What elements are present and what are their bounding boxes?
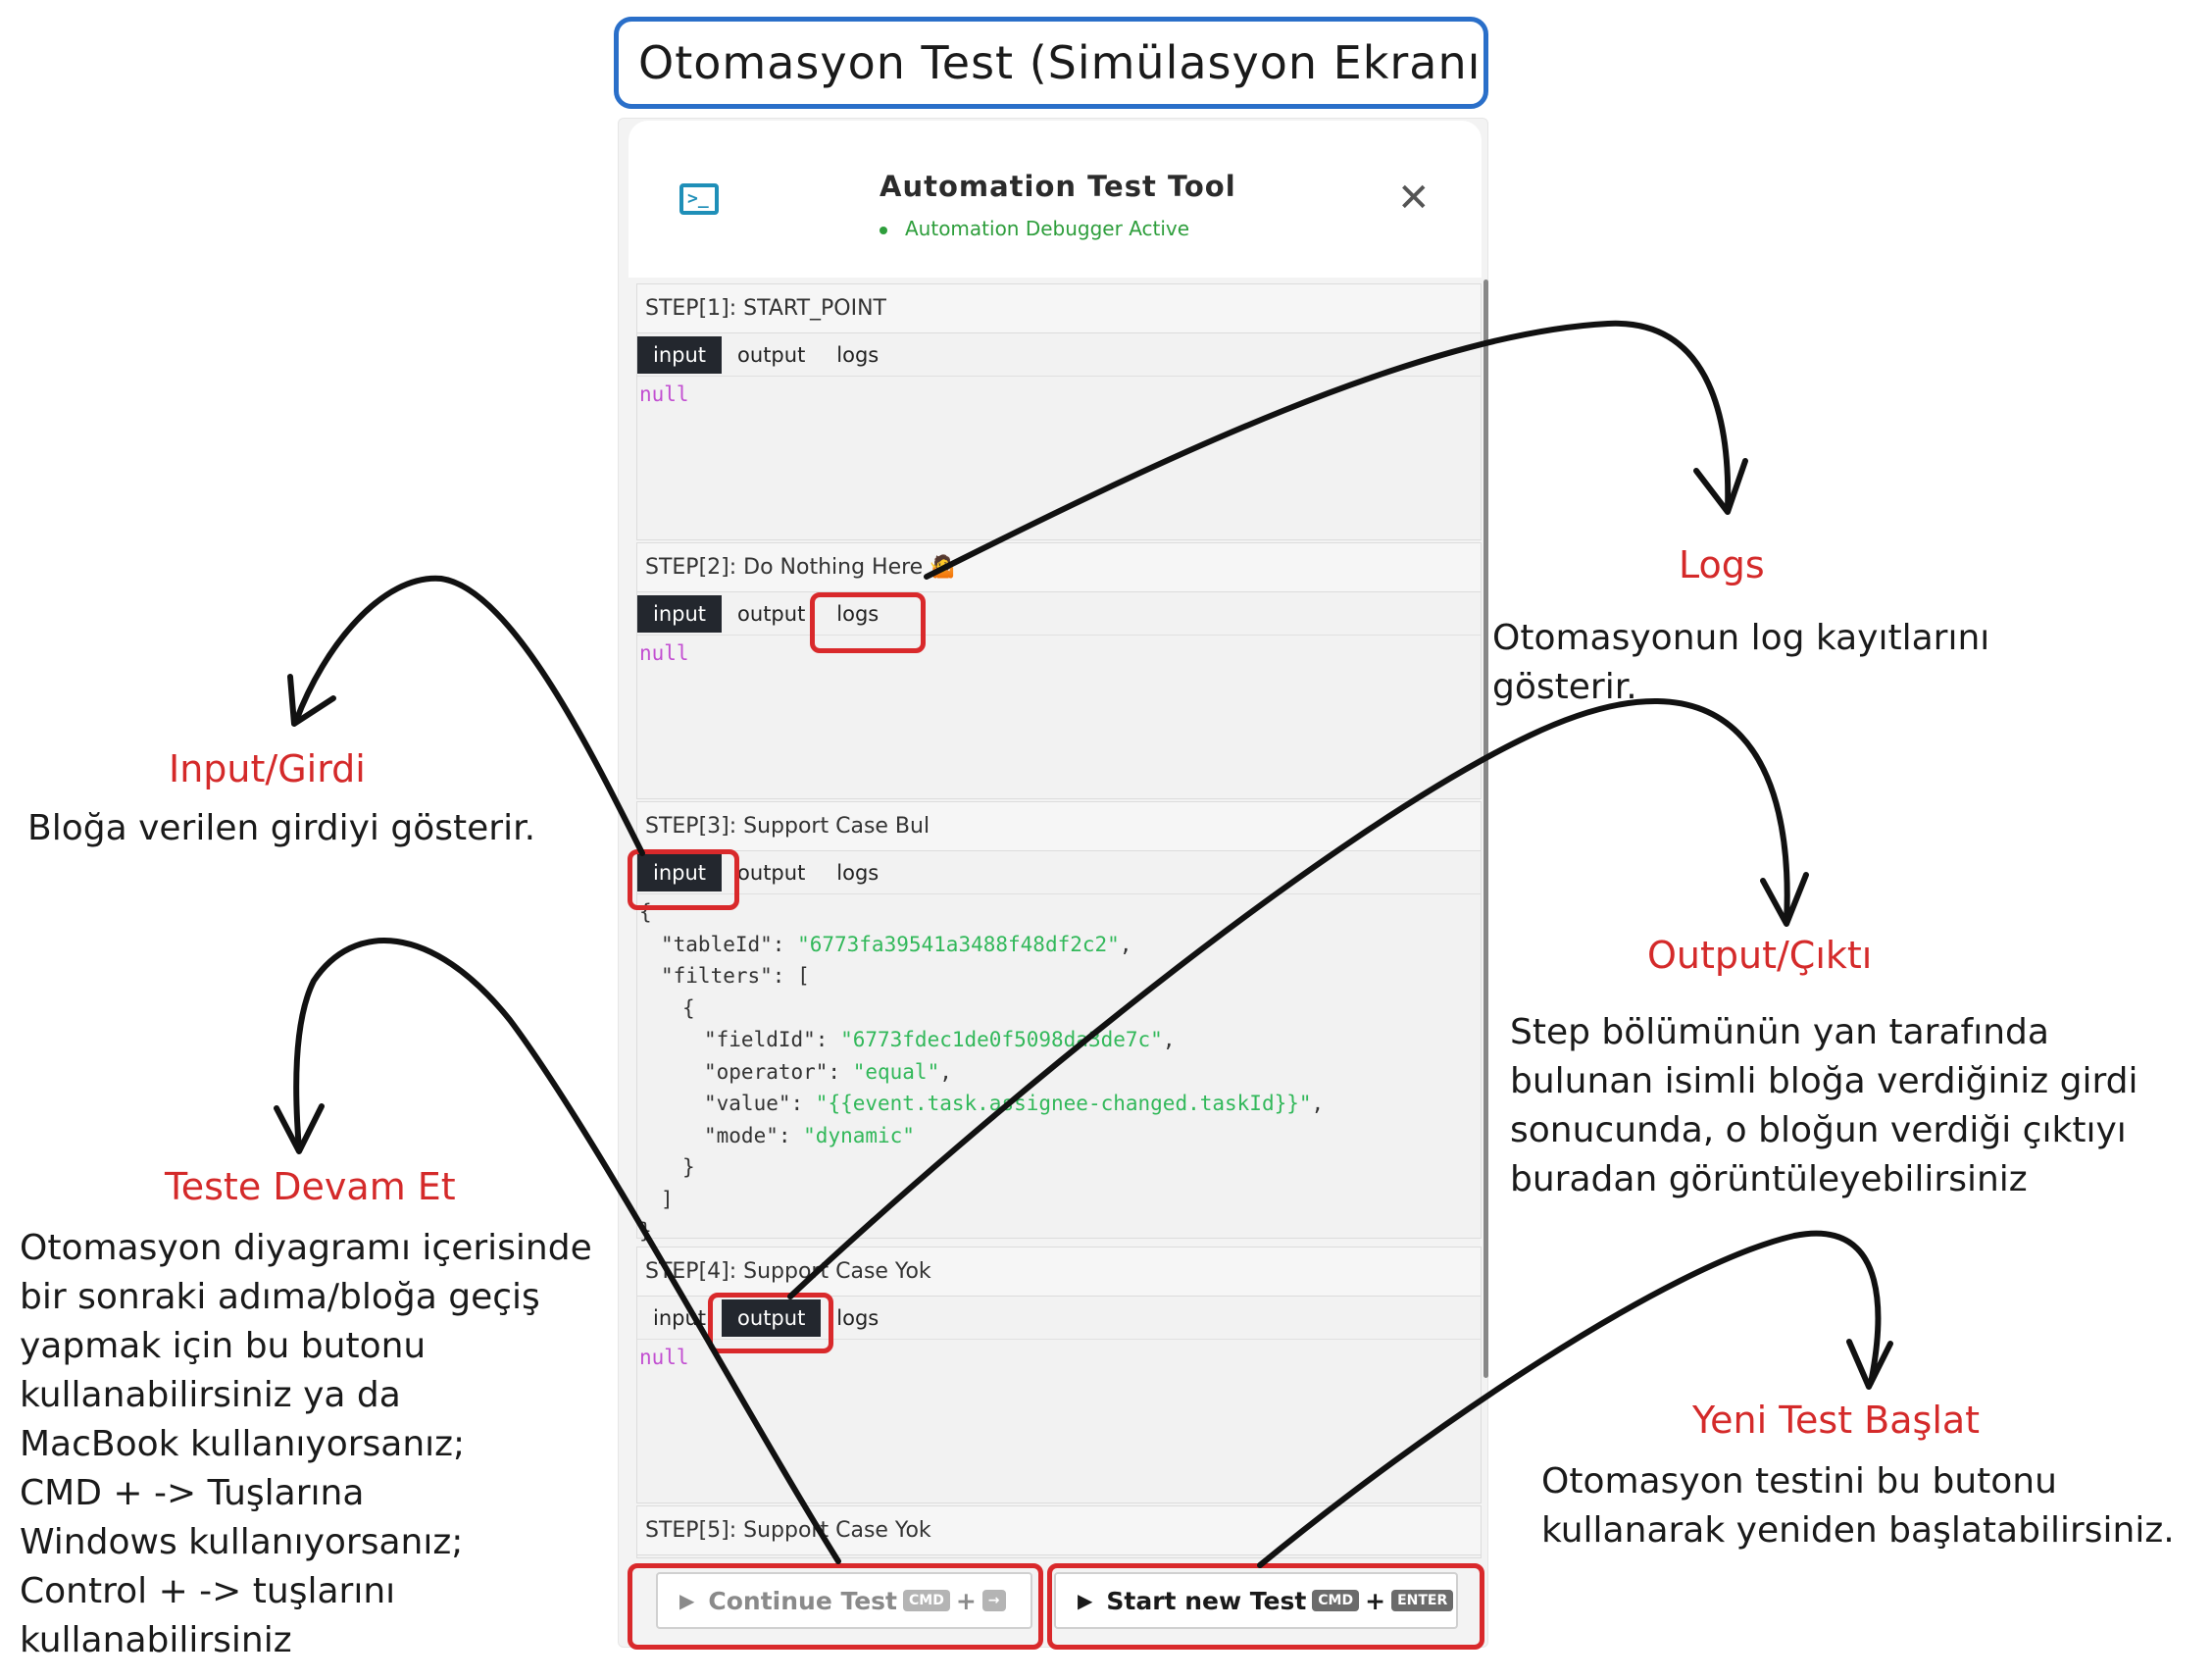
json-line: {	[682, 995, 695, 1020]
tab-output[interactable]: output	[737, 860, 806, 885]
tab-logs[interactable]: logs	[836, 1305, 880, 1330]
tab-logs[interactable]: logs	[836, 601, 880, 626]
step-label: STEP[1]: START_POINT	[637, 284, 1481, 333]
status-text: Automation Debugger Active	[905, 217, 1190, 240]
new-test-arrow	[1257, 1230, 1882, 1568]
step-tabs: input output logs	[637, 1297, 1481, 1340]
step-label: STEP[4]: Support Case Yok	[637, 1247, 1481, 1297]
step-label: STEP[5]: Support Case Yok	[637, 1506, 1481, 1555]
continue-arrow	[293, 938, 841, 1564]
tab-output[interactable]: output	[737, 601, 806, 626]
tab-input[interactable]: input	[637, 853, 723, 891]
step-tabs: input output logs	[637, 592, 1481, 636]
logs-arrow	[924, 320, 1732, 580]
terminal-icon: >_	[679, 183, 719, 215]
new-test-annotation-text: Otomasyon testini bu butonu kullanarak y…	[1541, 1461, 2175, 1551]
json-line: }	[682, 1155, 695, 1179]
step-card: STEP[1]: START_POINT input output logs n…	[636, 283, 1482, 540]
tab-input[interactable]: input	[637, 594, 723, 633]
cmd-key-badge: CMD	[1312, 1590, 1360, 1611]
json-line: ]	[661, 1187, 674, 1211]
new-test-arrowhead	[1846, 1339, 1893, 1390]
cmd-key-badge: CMD	[903, 1590, 950, 1611]
json-viewer: { "tableId": "6773fa39541a3488f48df2c2", "…	[637, 894, 1481, 1247]
step-tabs: input output logs	[637, 333, 1481, 377]
output-tab-highlight	[708, 1293, 833, 1353]
page-title-box: Otomasyon Test (Simülasyon Ekranı	[614, 17, 1488, 109]
input-annotation-title: Input/Girdi	[169, 747, 366, 790]
continue-arrowhead	[274, 1103, 325, 1154]
debugger-status: Automation Debugger Active	[880, 217, 1189, 240]
start-new-test-button[interactable]: ▶ Start new Test CMD + ENTER	[1054, 1572, 1458, 1629]
logs-tab-highlight	[810, 592, 926, 653]
tab-logs[interactable]: logs	[836, 342, 880, 367]
step-card: STEP[5]: Support Case Yok	[636, 1505, 1482, 1558]
new-test-annotation-title: Yeni Test Başlat	[1692, 1399, 1981, 1442]
continue-test-button[interactable]: ▶ Continue Test CMD + →	[656, 1572, 1032, 1629]
step-label: STEP[3]: Support Case Bul	[637, 802, 1481, 851]
step-content: null	[639, 641, 689, 665]
play-icon: ▶	[1078, 1589, 1093, 1612]
output-arrowhead	[1760, 872, 1809, 927]
tab-output[interactable]: output	[722, 1298, 822, 1337]
play-icon: ▶	[679, 1589, 695, 1612]
automation-test-panel: >_ Automation Test Tool Automation Debug…	[618, 118, 1488, 1648]
logs-arrowhead	[1693, 458, 1748, 515]
arrow-right-key-badge: →	[981, 1590, 1006, 1611]
input-arrow	[293, 575, 645, 856]
logs-annotation-title: Logs	[1679, 543, 1765, 586]
enter-key-badge: ENTER	[1391, 1590, 1454, 1611]
json-line: "mode": "dynamic"	[704, 1123, 915, 1147]
close-icon[interactable]: ✕	[1397, 176, 1431, 221]
panel-header: >_ Automation Test Tool Automation Debug…	[628, 121, 1482, 278]
start-new-test-label: Start new Test	[1106, 1586, 1307, 1615]
input-annotation-text: Bloğa verilen girdiyi gösterir.	[27, 808, 536, 848]
json-line: "operator": "equal",	[704, 1059, 952, 1084]
logs-annotation-text: Otomasyonun log kayıtlarını gösterir.	[1492, 618, 1990, 707]
tool-title: Automation Test Tool	[880, 170, 1236, 203]
output-annotation-text: Step bölümünün yan tarafında bulunan isi…	[1510, 1012, 2138, 1199]
output-arrow	[787, 698, 1790, 1299]
input-tab-highlight	[628, 849, 739, 910]
scrollbar[interactable]	[1483, 280, 1488, 1378]
json-line: "fieldId": "6773fdec1de0f5098da3de7c",	[704, 1028, 1176, 1051]
step-label: STEP[2]: Do Nothing Here 🤷	[637, 543, 1481, 592]
output-annotation-title: Output/Çıktı	[1647, 934, 1873, 977]
step-card: STEP[3]: Support Case Bul input output l…	[636, 801, 1482, 1243]
json-line: "value": "{{event.task.assignee-changed.…	[704, 1092, 1325, 1115]
tab-input[interactable]: input	[637, 335, 723, 374]
input-arrowhead	[287, 674, 336, 727]
plus-sign: +	[955, 1586, 977, 1615]
json-line: "filters": [	[661, 964, 810, 988]
step-content: null	[639, 1346, 689, 1369]
status-dot-icon	[880, 226, 887, 234]
page-title: Otomasyon Test (Simülasyon Ekranı	[638, 36, 1482, 89]
start-new-button-highlight	[1047, 1563, 1484, 1650]
json-line: "tableId": "6773fa39541a3488f48df2c2",	[661, 932, 1132, 956]
continue-annotation-title: Teste Devam Et	[165, 1165, 456, 1208]
step-tabs: input output logs	[637, 851, 1481, 894]
tab-logs[interactable]: logs	[836, 860, 880, 885]
plus-sign: +	[1365, 1586, 1386, 1615]
continue-button-highlight	[628, 1563, 1043, 1650]
step-content: null	[639, 382, 689, 406]
tab-output[interactable]: output	[737, 342, 806, 367]
continue-annotation-text: Otomasyon diyagramı içerisinde bir sonra…	[20, 1228, 592, 1660]
continue-test-label: Continue Test	[708, 1586, 898, 1615]
step-card: STEP[2]: Do Nothing Here 🤷 input output …	[636, 542, 1482, 799]
